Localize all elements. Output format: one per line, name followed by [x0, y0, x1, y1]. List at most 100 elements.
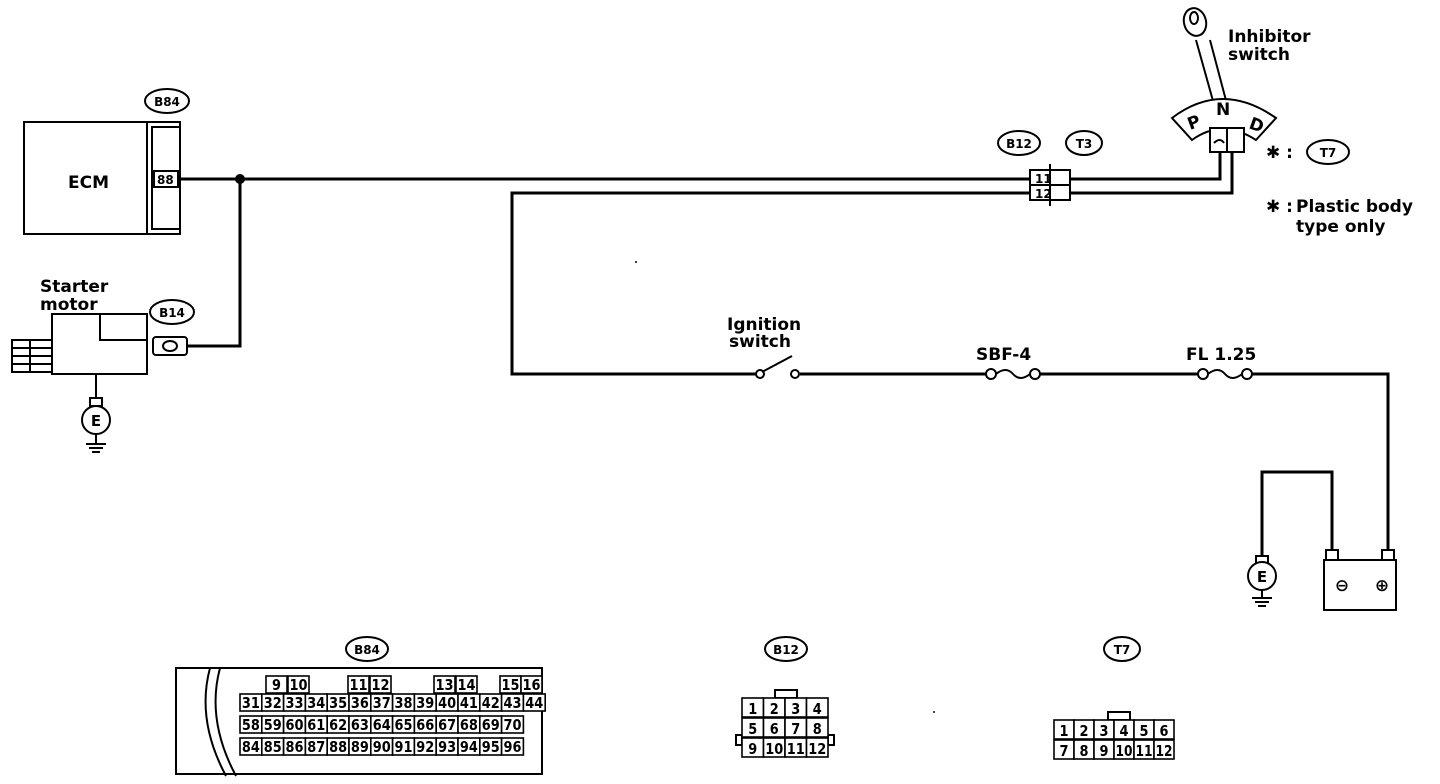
svg-text:T7: T7: [1320, 146, 1337, 160]
b84-pin-69: 69: [482, 716, 500, 734]
b12-pin-2: 2: [770, 700, 779, 718]
fuse-fl-label: FL 1.25: [1186, 345, 1256, 365]
b84-pin-9-cell: [265, 675, 288, 694]
b14-callout: B14: [149, 299, 195, 325]
battery: ⊖ ⊕: [1260, 470, 1397, 611]
b84-pin-64: 64: [373, 716, 391, 734]
t7-pin-10: 10: [1116, 742, 1133, 760]
b84-pin-95: 95: [482, 738, 500, 756]
note-marker: ✱ :: [1266, 197, 1293, 217]
inhibitor-switch-label-1: Inhibitor: [1228, 27, 1311, 47]
b84-pin-43: 43: [504, 694, 522, 712]
starter-motor-label-1: Starter: [40, 277, 109, 297]
splice-point: [235, 174, 245, 184]
b84-pin-38: 38: [395, 694, 413, 712]
b84-callout: B84: [144, 88, 190, 114]
b84-pin-92: 92: [416, 738, 434, 756]
b84-pin-87: 87: [307, 738, 325, 756]
fuse-fl-125: FL 1.25: [1186, 345, 1256, 380]
b84-pin-40: 40: [438, 694, 456, 712]
b84-pin-31: 31: [242, 694, 260, 712]
b84-pin-10-cell: [287, 675, 310, 694]
t7-pin-2: 2: [1080, 722, 1089, 740]
b84-pin-42: 42: [482, 694, 500, 712]
t7-pin-11: 11: [1136, 742, 1153, 760]
t7-marker: ✱ :: [1266, 143, 1293, 163]
note-line-2: type only: [1296, 217, 1386, 237]
b84-pin-37: 37: [373, 694, 391, 712]
ignition-switch-label-1: Ignition: [727, 315, 801, 335]
inhibitor-switch: P N D Inhibitor switch: [1170, 7, 1311, 153]
b84-pin-9: 9: [272, 676, 281, 694]
t7-callout: T7: [1306, 139, 1350, 165]
b12-pin-8-cell: [805, 717, 829, 738]
ignition-switch: Ignition switch: [727, 315, 801, 379]
b84-pin-13-cell: [433, 675, 456, 694]
t7-pin-12-cell: [1153, 739, 1175, 760]
starter-motor-label-2: motor: [40, 295, 98, 315]
b84-pin-85: 85: [264, 738, 282, 756]
inhibitor-switch-label-2: switch: [1228, 45, 1290, 65]
b84-pin-96-cell: [500, 737, 525, 756]
ground-symbol-battery: E: [1247, 555, 1277, 607]
b12-pin-10: 10: [765, 740, 783, 758]
b12-pin-11: 11: [1035, 172, 1052, 186]
b84-pin-66: 66: [416, 716, 434, 734]
b12-pin-5: 5: [748, 720, 757, 738]
b84-pin-62: 62: [329, 716, 347, 734]
b84-pin-16-cell: [520, 675, 543, 694]
ground-symbol-starter: E: [81, 397, 111, 453]
b84-pin-14-cell: [455, 675, 478, 694]
b84-pin-93: 93: [438, 738, 456, 756]
b84-pin-58: 58: [242, 716, 260, 734]
b84-pin-44: 44: [525, 694, 543, 712]
ecm-unit: ECM 88: [23, 121, 181, 235]
b12-pin-4: 4: [813, 700, 822, 718]
ignition-switch-label-2: switch: [729, 332, 791, 352]
b12-pin-9: 9: [748, 740, 757, 758]
b84-pin-90: 90: [373, 738, 391, 756]
b12-pin-6: 6: [770, 720, 779, 738]
b12-pin-12: 12: [1035, 187, 1052, 201]
b84-pin-11-cell: [347, 675, 370, 694]
svg-text:B12: B12: [773, 643, 799, 657]
b84-pin-36: 36: [351, 694, 369, 712]
signal-wires: [180, 150, 1390, 556]
b84-pin-63: 63: [351, 716, 369, 734]
shift-position-n: N: [1216, 100, 1230, 120]
b84-pin-59: 59: [264, 716, 282, 734]
shift-position-d: D: [1246, 114, 1266, 138]
b12-pin-4-cell: [805, 697, 829, 718]
b84-pin-89: 89: [351, 738, 369, 756]
b12-pin-12-cell: [805, 737, 829, 758]
b84-pin-14: 14: [458, 676, 476, 694]
b84-pin-34: 34: [307, 694, 325, 712]
b84-pin-91: 91: [395, 738, 413, 756]
b84-pin-41: 41: [460, 694, 478, 712]
svg-text:B14: B14: [159, 306, 185, 320]
t7-pin-5: 5: [1140, 722, 1149, 740]
fuse-sbf-4: SBF-4: [976, 345, 1041, 380]
b84-pin-67: 67: [438, 716, 456, 734]
b84-pin-12: 12: [372, 676, 390, 694]
b84-pin-70-cell: [500, 715, 525, 734]
starter-motor: Starter motor: [11, 277, 188, 400]
b12-pin-1: 1: [748, 700, 757, 718]
b84-pin-68: 68: [460, 716, 478, 734]
t7-pin-3: 3: [1100, 722, 1109, 740]
b12-t3-connector: 11 12: [1029, 164, 1071, 206]
b84-pin-60: 60: [286, 716, 304, 734]
svg-text:B12: B12: [1006, 137, 1032, 151]
ecm-label: ECM: [68, 173, 109, 193]
t7-pin-7: 7: [1060, 742, 1069, 760]
b84-pin-65: 65: [395, 716, 413, 734]
b84-pin-16: 16: [523, 676, 541, 694]
svg-text:T3: T3: [1076, 137, 1093, 151]
t7-pin-1: 1: [1060, 722, 1069, 740]
b84-pin-88: 88: [329, 738, 347, 756]
b84-pin-11: 11: [350, 676, 368, 694]
note-line-1: Plastic body: [1296, 197, 1413, 217]
